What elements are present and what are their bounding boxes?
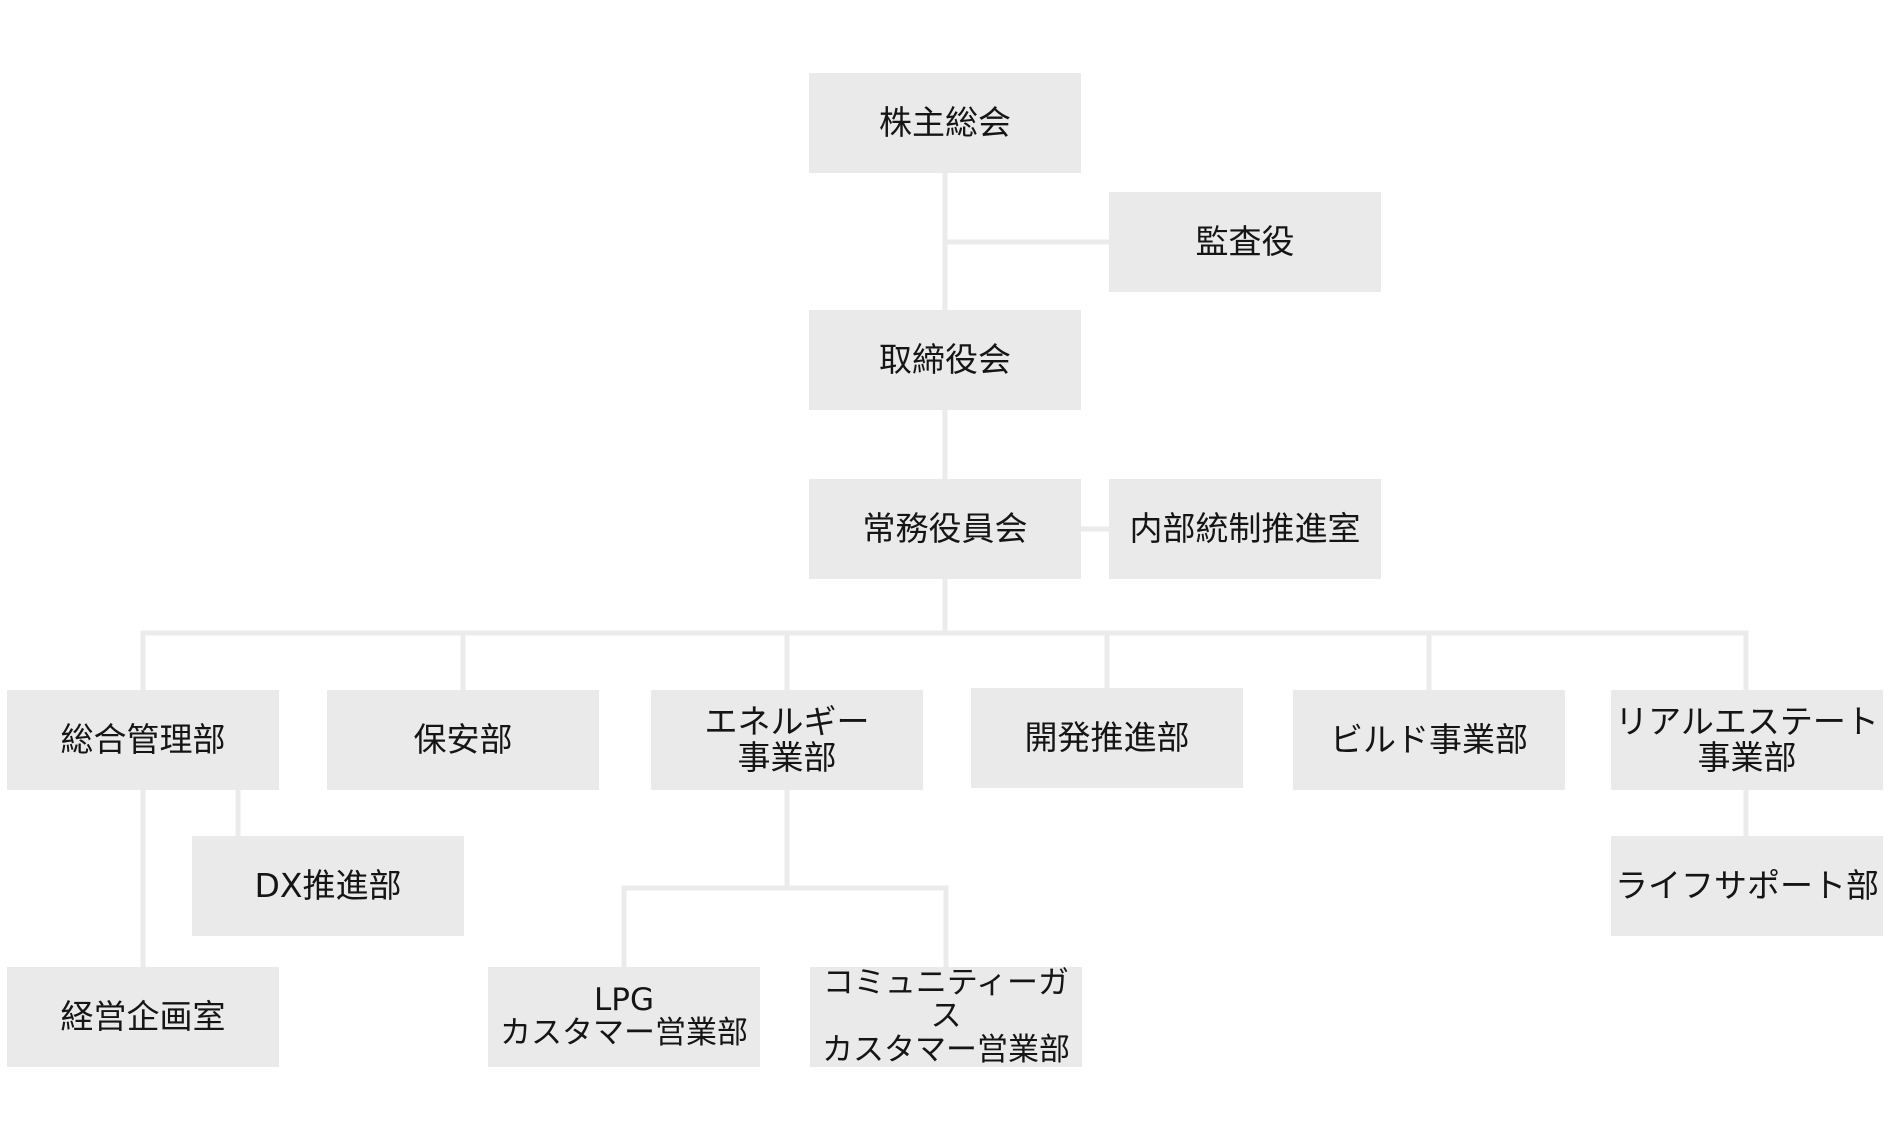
node-life-support: ライフサポート部 [1611, 836, 1883, 936]
node-executive-committee: 常務役員会 [809, 479, 1081, 579]
node-label: 監査役 [1195, 222, 1295, 262]
node-real-estate-business: リアルエステート 事業部 [1611, 690, 1883, 790]
node-energy-business: エネルギー 事業部 [651, 690, 923, 790]
node-label: DX推進部 [254, 866, 402, 906]
node-build-business: ビルド事業部 [1293, 690, 1565, 790]
node-internal-control-office: 内部統制推進室 [1109, 479, 1381, 579]
node-label: リアルエステート 事業部 [1615, 702, 1879, 777]
node-general-management: 総合管理部 [7, 690, 279, 790]
node-label: コミュニティーガス カスタマー営業部 [822, 964, 1070, 1068]
node-label: 常務役員会 [862, 509, 1028, 549]
node-shareholders-meeting: 株主総会 [809, 73, 1081, 173]
node-label: エネルギー 事業部 [704, 702, 870, 777]
node-label: ビルド事業部 [1330, 720, 1528, 760]
node-label: 保安部 [413, 720, 513, 760]
node-board-of-directors: 取締役会 [809, 310, 1081, 410]
node-label: 内部統制推進室 [1129, 509, 1361, 549]
node-community-gas-customer-sales: コミュニティーガス カスタマー営業部 [810, 964, 1082, 1068]
node-label: 開発推進部 [1024, 718, 1190, 758]
node-development-promotion: 開発推進部 [971, 688, 1243, 788]
node-label: 総合管理部 [60, 720, 226, 760]
node-lpg-customer-sales: LPG カスタマー営業部 [488, 967, 760, 1067]
node-label: 取締役会 [879, 340, 1011, 380]
node-auditor: 監査役 [1109, 192, 1381, 292]
node-label: ライフサポート部 [1615, 866, 1879, 906]
node-label: 株主総会 [879, 103, 1011, 143]
node-label: LPG カスタマー営業部 [500, 981, 748, 1051]
node-label: 経営企画室 [60, 997, 226, 1037]
node-corporate-planning: 経営企画室 [7, 967, 279, 1067]
node-security: 保安部 [327, 690, 599, 790]
node-dx-promotion: DX推進部 [192, 836, 464, 936]
